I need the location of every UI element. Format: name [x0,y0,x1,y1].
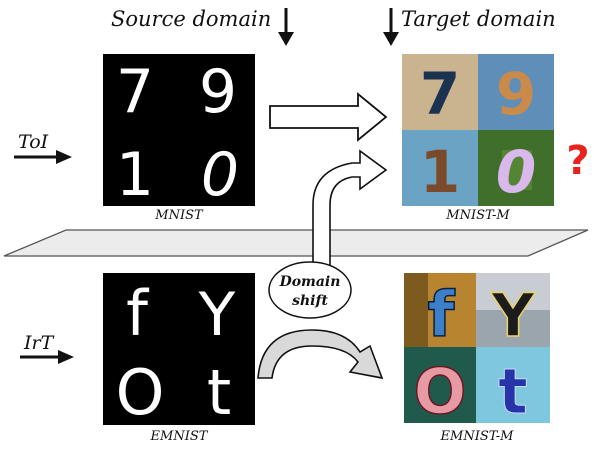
emnist-m-glyph-y: Y [490,281,536,351]
emnist-m-caption: EMNIST-M [440,429,515,444]
emnist-caption: EMNIST [150,429,209,444]
toi-arrow-icon [14,150,72,164]
mnist-m-caption: MNIST-M [445,208,510,223]
toi-label: ToI [18,131,49,153]
emnist-to-emnist-m-arrow-icon [257,329,384,380]
mnist-m-digit-9: 9 [496,60,536,128]
source-down-arrow-icon [278,8,294,46]
target-domain-label: Target domain [401,7,556,31]
source-domain-label: Source domain [111,7,271,31]
mnist-digit-0: 0 [201,140,239,210]
mnist-digit-1: 1 [116,140,154,210]
target-down-arrow-icon [383,8,399,46]
irt-arrow-icon [20,350,74,364]
mnist-panel: 7 9 1 0 [103,54,255,210]
mnist-m-digit-7: 7 [420,60,460,128]
emnist-m-glyph-f: f [428,278,456,351]
separation-plane [3,229,589,257]
emnist-m-panel: f Y O t [404,273,550,429]
emnist-glyph-f: f [126,277,150,350]
mnist-digit-9: 9 [199,57,237,127]
domain-shift-bubble [268,261,352,319]
emnist-m-glyph-t: t [498,355,528,428]
mnist-m-digit-1: 1 [420,138,460,206]
emnist-panel: f Y O t [103,273,255,429]
question-mark-icon: ? [566,138,589,184]
mnist-digit-7: 7 [116,57,154,127]
domain-shift-arrow-icon [312,149,388,269]
emnist-glyph-y: Y [198,280,236,350]
irt-label: IrT [23,332,55,354]
mnist-to-mnist-m-arrow-icon [269,92,388,142]
emnist-glyph-o: O [116,356,165,429]
mnist-m-panel: 7 9 1 0 [402,54,554,206]
domain-shift-line2: shift [292,293,328,309]
mnist-caption: MNIST [154,208,204,223]
domain-shift-line1: Domain [279,274,341,290]
emnist-glyph-t: t [207,356,231,429]
mnist-m-digit-0: 0 [496,138,536,206]
emnist-m-glyph-o: O [414,355,467,428]
